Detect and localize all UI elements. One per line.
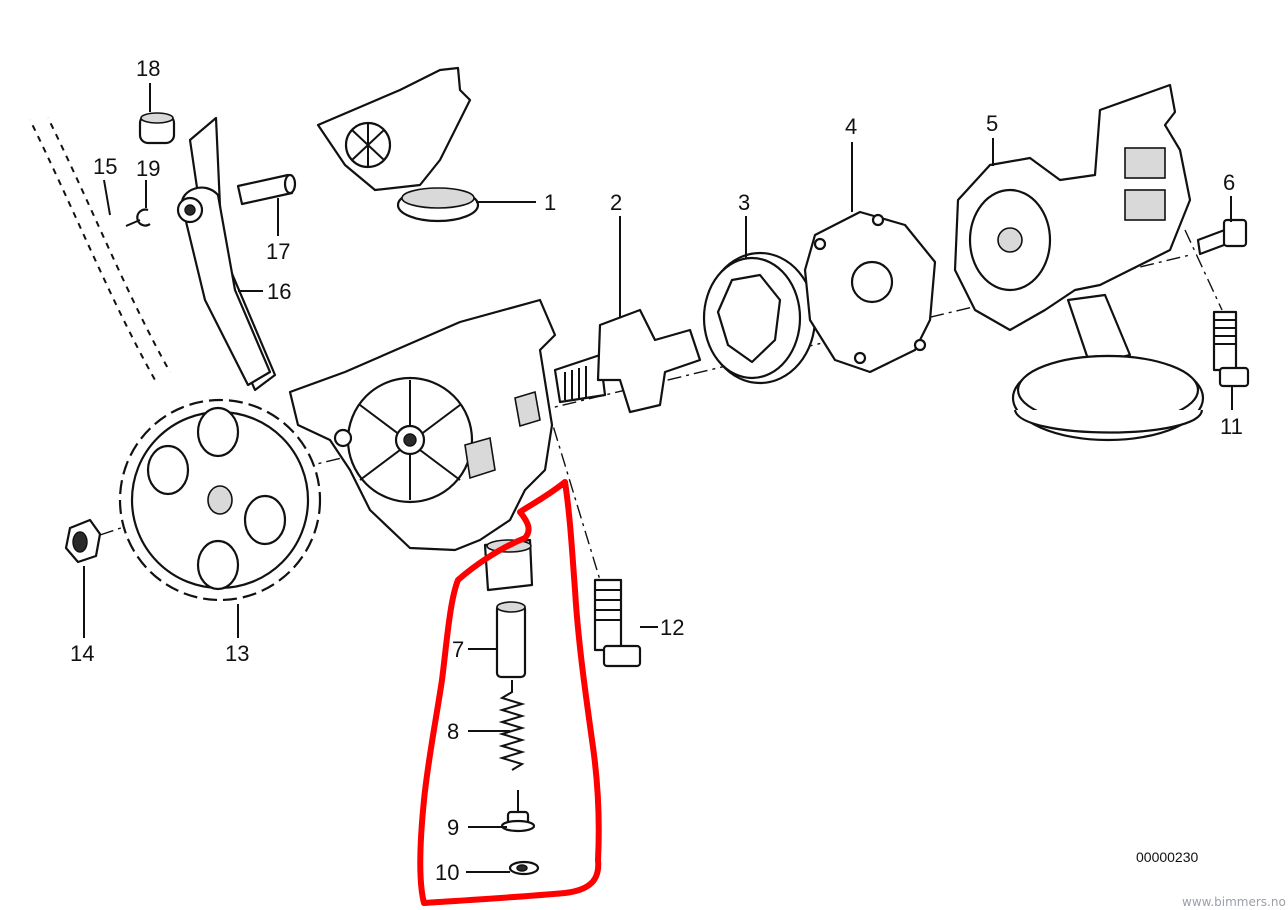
callout-14: 14 (70, 641, 94, 666)
bolt-11 (1212, 310, 1250, 388)
callout-10: 10 (435, 860, 459, 885)
callout-8: 8 (447, 719, 459, 744)
outer-rotor (702, 251, 817, 385)
callout-12: 12 (660, 615, 684, 640)
callout-13: 13 (225, 641, 249, 666)
bolt11-axis-line (1184, 229, 1223, 311)
sleeve-part (138, 112, 176, 145)
callout-9: 9 (447, 815, 459, 840)
diagram-reference-number: 00000230 (1136, 849, 1199, 865)
callout-16: 16 (267, 279, 291, 304)
callout-11: 11 (1220, 414, 1243, 439)
pump-housing (953, 83, 1192, 332)
oil-pump-top (316, 66, 480, 223)
leader-15 (103, 179, 111, 216)
callout-2: 2 (610, 190, 622, 215)
circlip-part (125, 208, 151, 227)
relief-piston (495, 601, 527, 679)
callout-19: 19 (136, 156, 160, 181)
callout-15: 15 (93, 154, 117, 179)
callout-4: 4 (845, 114, 857, 139)
pump-cover-plate (803, 210, 937, 374)
nut-part (64, 518, 102, 564)
sprocket-gear (118, 398, 322, 602)
callout-1: 1 (544, 190, 556, 215)
callout-18: 18 (136, 56, 160, 81)
inner-rotor-shaft (553, 308, 702, 414)
oil-pickup-strainer (1011, 293, 1205, 442)
red-highlight-outline (417, 479, 602, 906)
callout-3: 3 (738, 190, 750, 215)
callout-7: 7 (452, 637, 464, 662)
relief-spring (498, 680, 526, 771)
callout-6: 6 (1223, 170, 1235, 195)
timing-chain (28, 117, 172, 381)
bolt-12 (593, 578, 642, 668)
relief-plug (500, 790, 536, 833)
chain-guide-rail (176, 116, 277, 392)
bolt-6 (1196, 218, 1248, 256)
guide-pin-part (236, 173, 297, 206)
callout-5: 5 (986, 111, 998, 136)
oil-pump-body (288, 298, 557, 552)
relief-circlip (508, 860, 540, 876)
callout-17: 17 (266, 239, 290, 264)
watermark-text: www.bimmers.no (1182, 895, 1286, 909)
